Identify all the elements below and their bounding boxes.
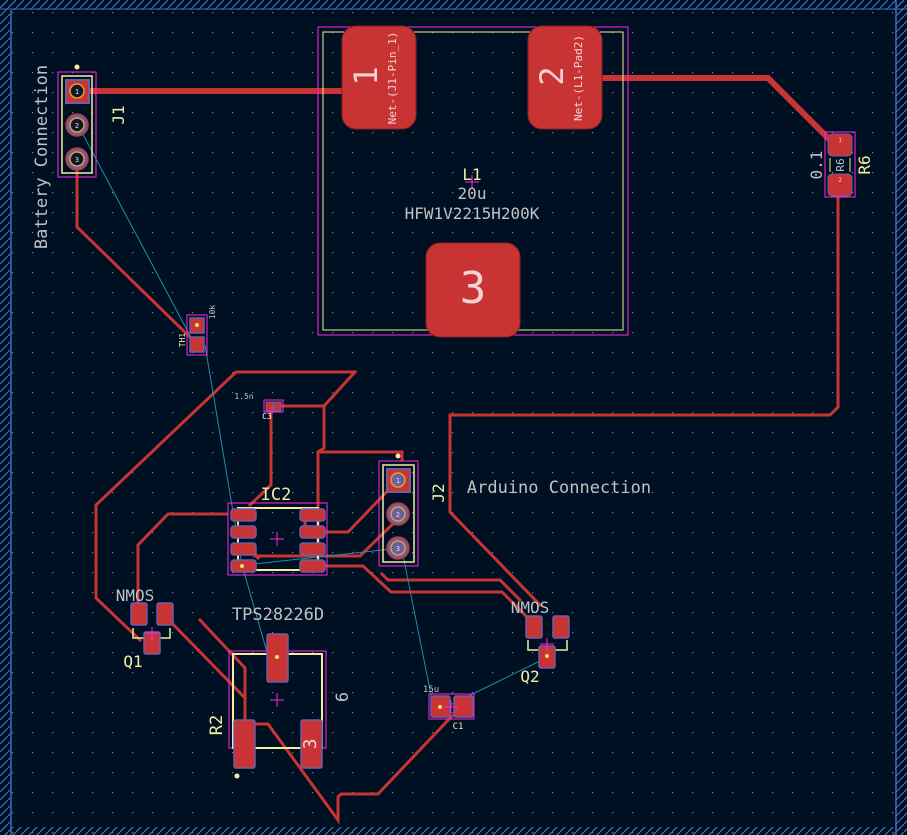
q2-value: NMOS xyxy=(511,598,550,617)
footprint-r6[interactable]: 1 2 R6 0.1 R6 xyxy=(807,131,874,198)
footprint-c3[interactable]: 1.5n C3 xyxy=(234,392,284,421)
j2-pin-label: 3 xyxy=(396,545,400,553)
trace-c3-right xyxy=(274,404,326,563)
trace-ic2-q1 xyxy=(136,512,229,622)
l1-pad-1 xyxy=(341,25,417,130)
trace-j1-th1 xyxy=(75,166,198,345)
j2-reference: J2 xyxy=(429,483,448,502)
trace-loop-left xyxy=(94,370,357,643)
ic2-pad xyxy=(299,542,326,556)
ic2-pad xyxy=(299,559,326,573)
r2-pad-label: 3 xyxy=(300,739,321,750)
l1-pad-net: Net-(L1-Pad2) xyxy=(572,35,585,121)
c3-value: 1.5n xyxy=(234,392,253,401)
q1-value: NMOS xyxy=(116,586,155,605)
q1-reference: Q1 xyxy=(123,652,142,671)
r6-ref-fab: R6 xyxy=(834,158,847,171)
trace-j2-q2 xyxy=(379,571,523,603)
r2-reference: R2 xyxy=(207,715,227,735)
trace-c3-ic2 xyxy=(247,404,273,508)
j1-reference: J1 xyxy=(109,105,128,124)
th1-value: 10k xyxy=(208,305,217,320)
footprint-th1[interactable]: TH1 10k xyxy=(178,305,217,356)
r2-pad-out xyxy=(233,719,256,769)
ic2-reference: IC2 xyxy=(261,485,292,505)
battery-connection-label: Battery Connection xyxy=(32,65,52,249)
r2-pad-3 xyxy=(300,719,323,769)
l1-pad-number: 2 xyxy=(533,66,571,85)
footprint-j2[interactable]: 1 2 3 J2 xyxy=(378,453,448,567)
r6-value: 0.1 xyxy=(807,151,826,180)
trace-l1-r6 xyxy=(597,75,835,145)
footprint-ic2[interactable]: IC2 TPS28226D xyxy=(227,485,328,625)
r6-reference: R6 xyxy=(855,155,874,174)
trace-r2-path xyxy=(197,617,247,737)
j1-pin-label: 2 xyxy=(75,122,79,130)
trace-c3-top xyxy=(321,369,358,409)
ic2-value: TPS28226D xyxy=(232,605,324,625)
copper-traces[interactable] xyxy=(75,75,840,825)
l1-reference: L1 xyxy=(462,165,481,184)
footprint-q2[interactable]: NMOS Q2 xyxy=(511,598,570,686)
footprint-l1[interactable]: 1 2 3 Net-(J1-Pin_1) Net-(L1-Pad2) L1 20… xyxy=(317,25,629,338)
r2-value: 6 xyxy=(333,692,353,702)
l1-pad-net: Net-(J1-Pin_1) xyxy=(386,32,399,125)
trace-r-bar xyxy=(316,450,404,462)
ic2-pad xyxy=(299,525,326,539)
c1-reference: C1 xyxy=(453,722,464,732)
ic2-pad xyxy=(230,508,257,522)
footprint-q1[interactable]: NMOS Q1 xyxy=(116,586,174,671)
l1-part-number: HFW1V2215H200K xyxy=(405,204,540,223)
l1-pad-number: 1 xyxy=(347,66,385,85)
r6-pad-number: 1 xyxy=(838,137,842,144)
arduino-connection-label: Arduino Connection xyxy=(467,478,651,498)
ic2-pad xyxy=(230,542,257,556)
trace-ic2-q2 xyxy=(320,564,538,628)
l1-pad-3 xyxy=(425,242,521,338)
r6-pad-1 xyxy=(827,133,853,157)
footprint-j1[interactable]: 1 2 3 J1 xyxy=(57,64,128,178)
q2-reference: Q2 xyxy=(520,667,539,686)
j1-pin-label: 1 xyxy=(75,88,79,96)
r6-pad-2 xyxy=(827,173,853,197)
r6-pad-number: 2 xyxy=(838,177,842,184)
j1-pin-label: 3 xyxy=(75,156,79,164)
l1-pad-2 xyxy=(527,25,603,130)
th1-reference: TH1 xyxy=(178,333,187,348)
footprint-r2[interactable]: 3 6 R2 xyxy=(207,633,353,779)
trace-r6-down xyxy=(448,186,840,608)
l1-value: 20u xyxy=(458,184,487,203)
j2-pin-label: 2 xyxy=(396,511,400,519)
c3-reference: C3 xyxy=(262,412,272,421)
c1-value: 15u xyxy=(423,685,439,695)
footprint-c1[interactable]: 15u C1 xyxy=(423,685,475,732)
trace-q1-r2 xyxy=(160,611,248,701)
ic2-pad xyxy=(230,525,257,539)
trace-ic2-j2-2 xyxy=(253,512,405,558)
trace-r2-c1 xyxy=(252,713,455,825)
ic2-pad xyxy=(299,508,326,522)
l1-pad-number: 3 xyxy=(460,263,487,314)
j2-pin-label: 1 xyxy=(396,477,400,485)
